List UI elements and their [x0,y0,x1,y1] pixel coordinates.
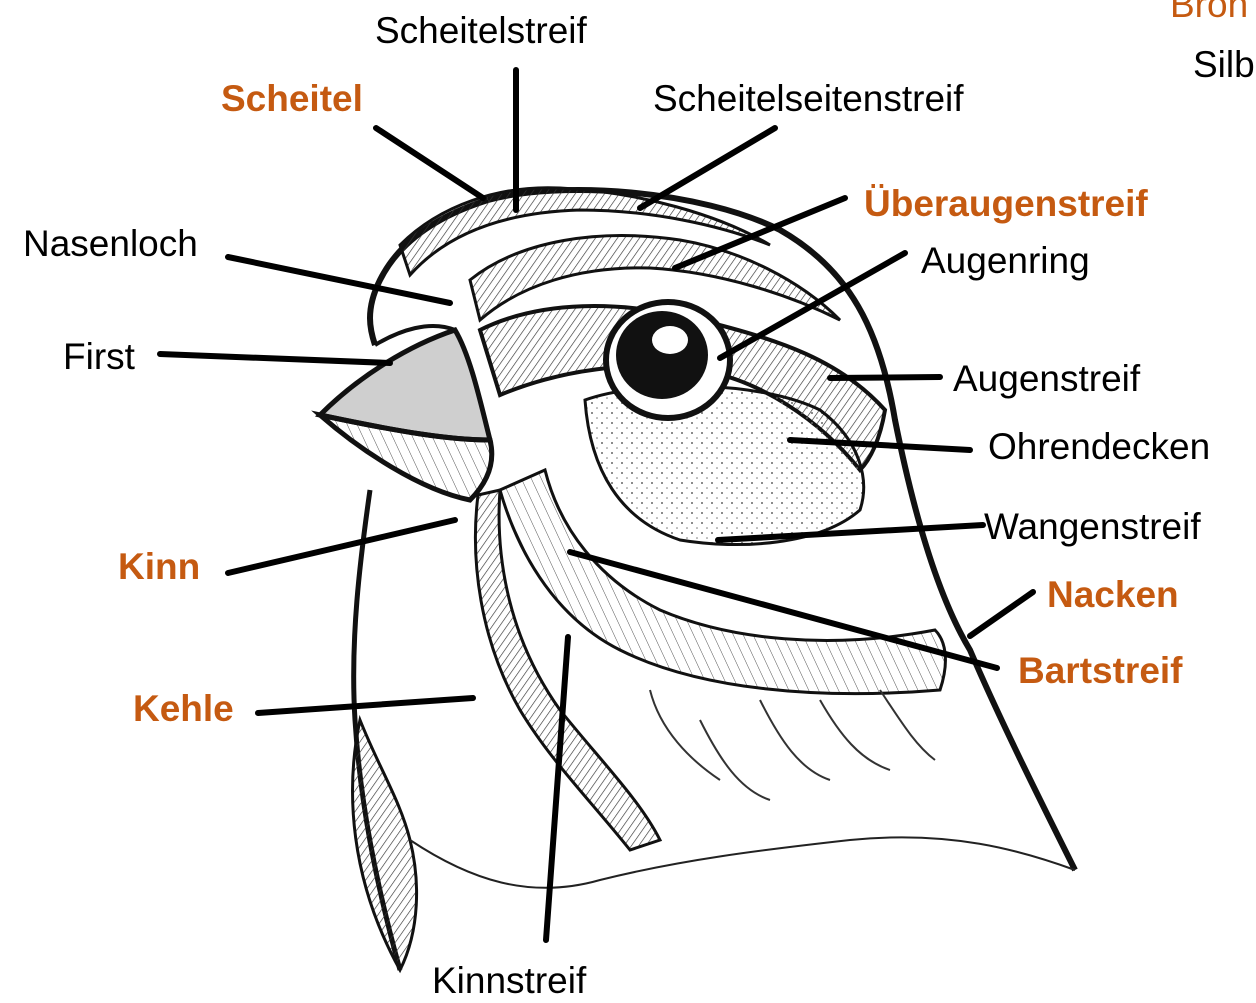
label-nasenloch: Nasenloch [23,225,198,262]
leader-kinnstreif [546,637,568,940]
eye [606,302,730,418]
label-bartstreif: Bartstreif [1018,652,1183,689]
leader-kehle [258,698,473,713]
corner-text-orange: Bron [1170,0,1256,23]
leader-kinn [228,520,455,573]
label-scheitelseitenstreif: Scheitelseitenstreif [653,80,990,117]
label-scheitel: Scheitel [221,80,363,117]
corner-text-black: Silb [1193,46,1256,83]
beak [320,326,492,500]
leader-scheitel [376,128,483,198]
leader-scheitelseitenstreif [640,128,775,208]
label-first: First [63,338,135,375]
leader-nacken [970,592,1033,636]
crown-stripes [400,188,840,320]
label-ueberaugenstreif: Überaugenstreif [864,185,1148,222]
label-nacken: Nacken [1047,576,1179,613]
label-kinnstreif: Kinnstreif [432,962,586,999]
label-ohrendecken: Ohrendecken [988,428,1210,465]
label-kinn: Kinn [118,548,200,585]
feather-scallops [650,690,935,800]
leader-augenstreif [830,377,940,378]
head-outline [353,190,1075,970]
label-scheitelstreif: Scheitelstreif [375,12,587,49]
label-augenring: Augenring [921,242,1090,279]
ear-coverts-patch [585,386,864,544]
label-augenstreif: Augenstreif [953,360,1140,397]
label-kehle: Kehle [133,690,234,727]
label-wangenstreif: Wangenstreif [984,508,1201,545]
leader-first [160,354,390,363]
